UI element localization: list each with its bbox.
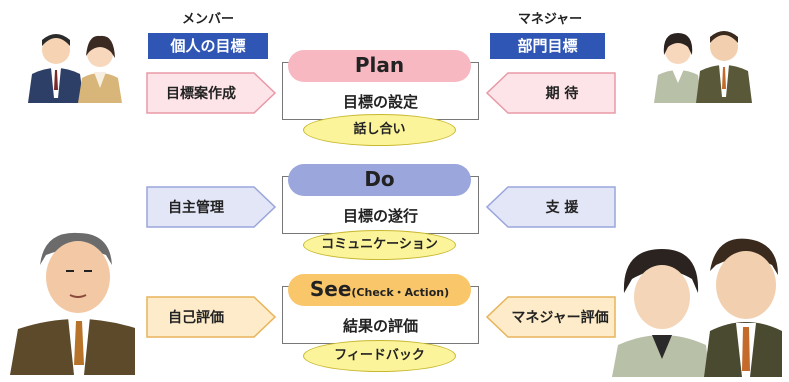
- manager-pair-large-illustration: [612, 238, 782, 377]
- left-arrow-icon: [486, 186, 616, 228]
- do-subtitle: 目標の遂行: [342, 207, 418, 225]
- member-label: メンバー: [181, 12, 234, 27]
- see-title-pill: See(Check・Action): [288, 274, 471, 306]
- right-arrow-icon: [146, 72, 276, 114]
- plan-right-arrow: 期 待: [486, 72, 616, 114]
- left-arrow-icon: [486, 72, 616, 114]
- plan-right-label: 期 待: [545, 86, 579, 102]
- plan-left-label: 目標案作成: [166, 86, 236, 102]
- right-arrow-icon: [146, 296, 276, 338]
- plan-title-pill: Plan: [288, 50, 471, 82]
- see-left-label: 自己評価: [168, 310, 224, 326]
- right-arrow-icon: [146, 186, 276, 228]
- see-right-label: マネジャー評価: [511, 310, 609, 326]
- see-left-arrow: 自己評価: [146, 296, 276, 338]
- see-subtitle: 結果の評価: [342, 317, 418, 335]
- department-goal-box: 部門目標: [490, 33, 605, 59]
- senior-member-illustration: [10, 232, 135, 375]
- see-right-arrow: マネジャー評価: [486, 296, 616, 338]
- individual-goal-box: 個人の目標: [148, 33, 268, 59]
- manager-pair-illustration: [654, 31, 752, 103]
- left-arrow-icon: [486, 296, 616, 338]
- do-left-arrow: 自主管理: [146, 186, 276, 228]
- plan-connector-ellipse: 話し合い: [303, 114, 456, 146]
- do-title-pill: Do: [288, 164, 471, 196]
- member-pair-illustration: [28, 34, 122, 103]
- manager-label: マネジャー: [517, 12, 583, 27]
- plan-title: Plan: [354, 53, 405, 77]
- do-connector-ellipse: コミュニケーション: [303, 230, 456, 260]
- do-right-label: 支 援: [545, 200, 579, 216]
- see-title-suffix: (Check・Action): [351, 286, 450, 299]
- see-connector-ellipse: フィードバック: [303, 340, 456, 372]
- see-title: See: [309, 277, 352, 301]
- do-title: Do: [364, 167, 395, 191]
- plan-subtitle: 目標の設定: [342, 93, 418, 111]
- do-left-label: 自主管理: [168, 200, 224, 216]
- do-right-arrow: 支 援: [486, 186, 616, 228]
- plan-left-arrow: 目標案作成: [146, 72, 276, 114]
